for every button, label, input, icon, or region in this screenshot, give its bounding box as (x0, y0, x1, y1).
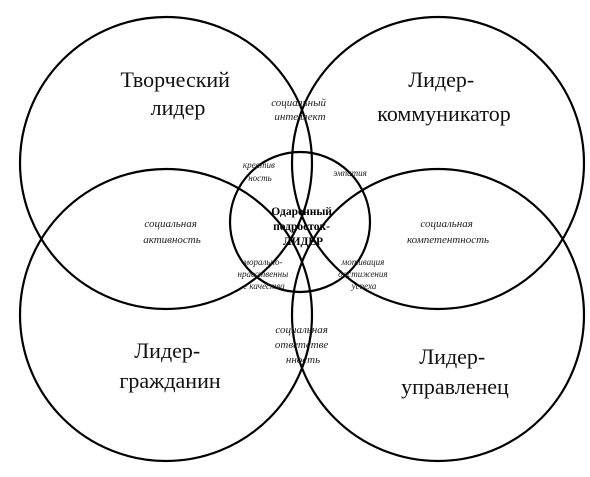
label-achievement-motivation: мотивация достижения успеха (338, 257, 390, 291)
circle-bottom-right (290, 167, 586, 463)
label-social-activity: социальная активность (143, 218, 201, 246)
label-social-competence: социальная компетентность (407, 218, 489, 246)
label-leader-citizen: Лидер- гражданин (119, 338, 220, 393)
label-leader-manager: Лидер- управленец (401, 344, 509, 399)
label-moral-qualities: морально- нравственны е качества (238, 257, 291, 291)
label-creative-leader: Творческий лидер (121, 67, 236, 120)
circle-center (228, 150, 372, 294)
circle-top-right (290, 15, 586, 311)
label-social-intelligence: социальный интеллект (271, 97, 329, 123)
label-empathy: эмпатия (333, 168, 367, 178)
label-creativity: креатив ность (243, 160, 277, 183)
label-gifted-teen-leader: Одаренный подросток- ЛИДЕР (271, 206, 335, 248)
circle-top-left (18, 15, 314, 311)
circle-bottom-left (18, 167, 314, 463)
label-social-responsibility: социальная ответстве нность (275, 324, 331, 366)
label-leader-communicator: Лидер- коммуникатор (377, 67, 510, 126)
